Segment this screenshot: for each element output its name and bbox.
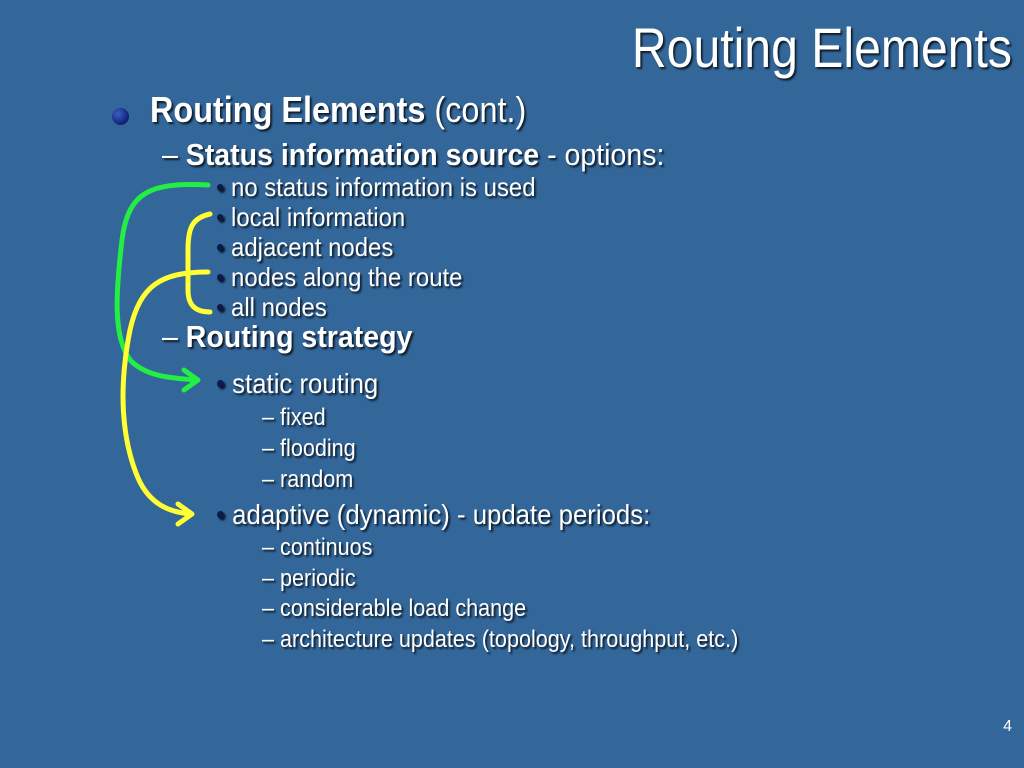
- page-number: 4: [1003, 718, 1012, 735]
- dash-glyph: –: [262, 534, 281, 561]
- status-item-label: no status information is used: [231, 172, 536, 202]
- dash-glyph: –: [162, 137, 186, 172]
- routing-strategy-heading: – Routing strategy: [162, 318, 412, 356]
- adaptive-routing-item: • adaptive (dynamic) - update periods:: [216, 498, 650, 532]
- bullet-icon: •: [216, 172, 225, 202]
- adaptive-sub-label: periodic: [280, 565, 356, 592]
- dash-glyph: –: [162, 319, 186, 354]
- status-item: • nodes along the route: [216, 261, 462, 293]
- adaptive-sub-item: – considerable load change: [262, 594, 526, 624]
- yellow-bracket-icon: [185, 211, 213, 315]
- main-heading-rest: (cont.): [425, 89, 527, 130]
- main-bullet-icon: [112, 108, 129, 125]
- static-sub-item: – flooding: [262, 434, 356, 464]
- bullet-icon: •: [216, 368, 226, 399]
- main-heading-bold: Routing Elements: [150, 89, 426, 130]
- static-routing-label: static routing: [232, 368, 379, 399]
- status-item: • local information: [216, 201, 405, 233]
- dash-glyph: –: [262, 626, 281, 653]
- status-item-label: all nodes: [231, 292, 327, 322]
- status-item-label: adjacent nodes: [231, 232, 394, 262]
- adaptive-sub-item: – architecture updates (topology, throug…: [262, 625, 738, 655]
- status-item-label: nodes along the route: [231, 262, 463, 292]
- dash-glyph: –: [262, 435, 281, 462]
- dash-glyph: –: [262, 565, 281, 592]
- adaptive-sub-label: architecture updates (topology, throughp…: [280, 626, 739, 653]
- status-item: • all nodes: [216, 291, 327, 323]
- status-source-heading: – Status information source - options:: [162, 136, 664, 174]
- status-source-rest: - options:: [539, 137, 665, 172]
- dash-glyph: –: [262, 404, 281, 431]
- adaptive-routing-label: adaptive (dynamic) - update periods:: [232, 499, 651, 530]
- dash-glyph: –: [262, 466, 281, 493]
- routing-strategy-bold: Routing strategy: [185, 319, 413, 354]
- static-routing-item: • static routing: [216, 367, 378, 401]
- bullet-icon: •: [216, 499, 226, 530]
- yellow-arrowhead-icon: [175, 501, 195, 527]
- main-heading: Routing Elements (cont.): [150, 88, 526, 132]
- status-source-bold: Status information source: [185, 137, 540, 172]
- static-sub-item: – random: [262, 465, 353, 495]
- adaptive-sub-label: considerable load change: [280, 595, 527, 622]
- bullet-icon: •: [216, 262, 225, 292]
- adaptive-sub-label: continuos: [280, 534, 373, 561]
- status-item: • adjacent nodes: [216, 231, 393, 263]
- dash-glyph: –: [262, 595, 281, 622]
- status-item: • no status information is used: [216, 171, 536, 203]
- bullet-icon: •: [216, 202, 225, 232]
- bullet-icon: •: [216, 292, 225, 322]
- slide-title: Routing Elements: [631, 16, 1012, 79]
- status-item-label: local information: [231, 202, 406, 232]
- static-sub-label: random: [280, 466, 354, 493]
- static-sub-label: fixed: [280, 404, 326, 431]
- yellow-arrow-icon: [120, 269, 211, 517]
- static-sub-label: flooding: [280, 435, 356, 462]
- static-sub-item: – fixed: [262, 403, 326, 433]
- green-arrowhead-icon: [181, 367, 201, 393]
- adaptive-sub-item: – periodic: [262, 564, 356, 594]
- bullet-icon: •: [216, 232, 225, 262]
- adaptive-sub-item: – continuos: [262, 533, 372, 563]
